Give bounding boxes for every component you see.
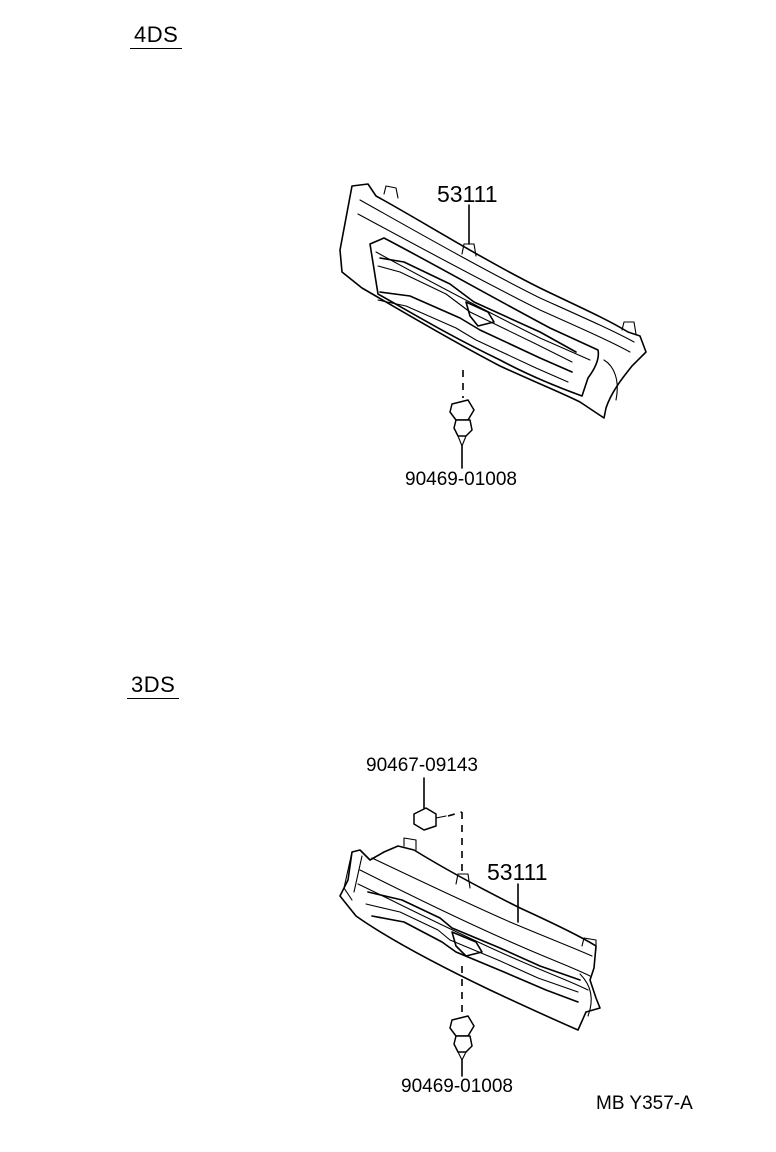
part-number-grille-4ds: 53111	[437, 181, 498, 207]
section-heading-3ds: 3DS	[127, 674, 180, 699]
section-heading-4ds: 4DS	[130, 24, 183, 49]
part-number-screw-3ds: 90467-09143	[366, 755, 478, 776]
grille-4ds-drawing	[339, 183, 647, 469]
part-number-grille-3ds: 53111	[487, 859, 548, 885]
grille-3ds-drawing	[339, 777, 601, 1077]
part-number-clip-4ds: 90469-01008	[405, 469, 517, 490]
diagram-reference-code: MB Y357-A	[596, 1093, 693, 1114]
part-number-clip-3ds: 90469-01008	[401, 1076, 513, 1097]
